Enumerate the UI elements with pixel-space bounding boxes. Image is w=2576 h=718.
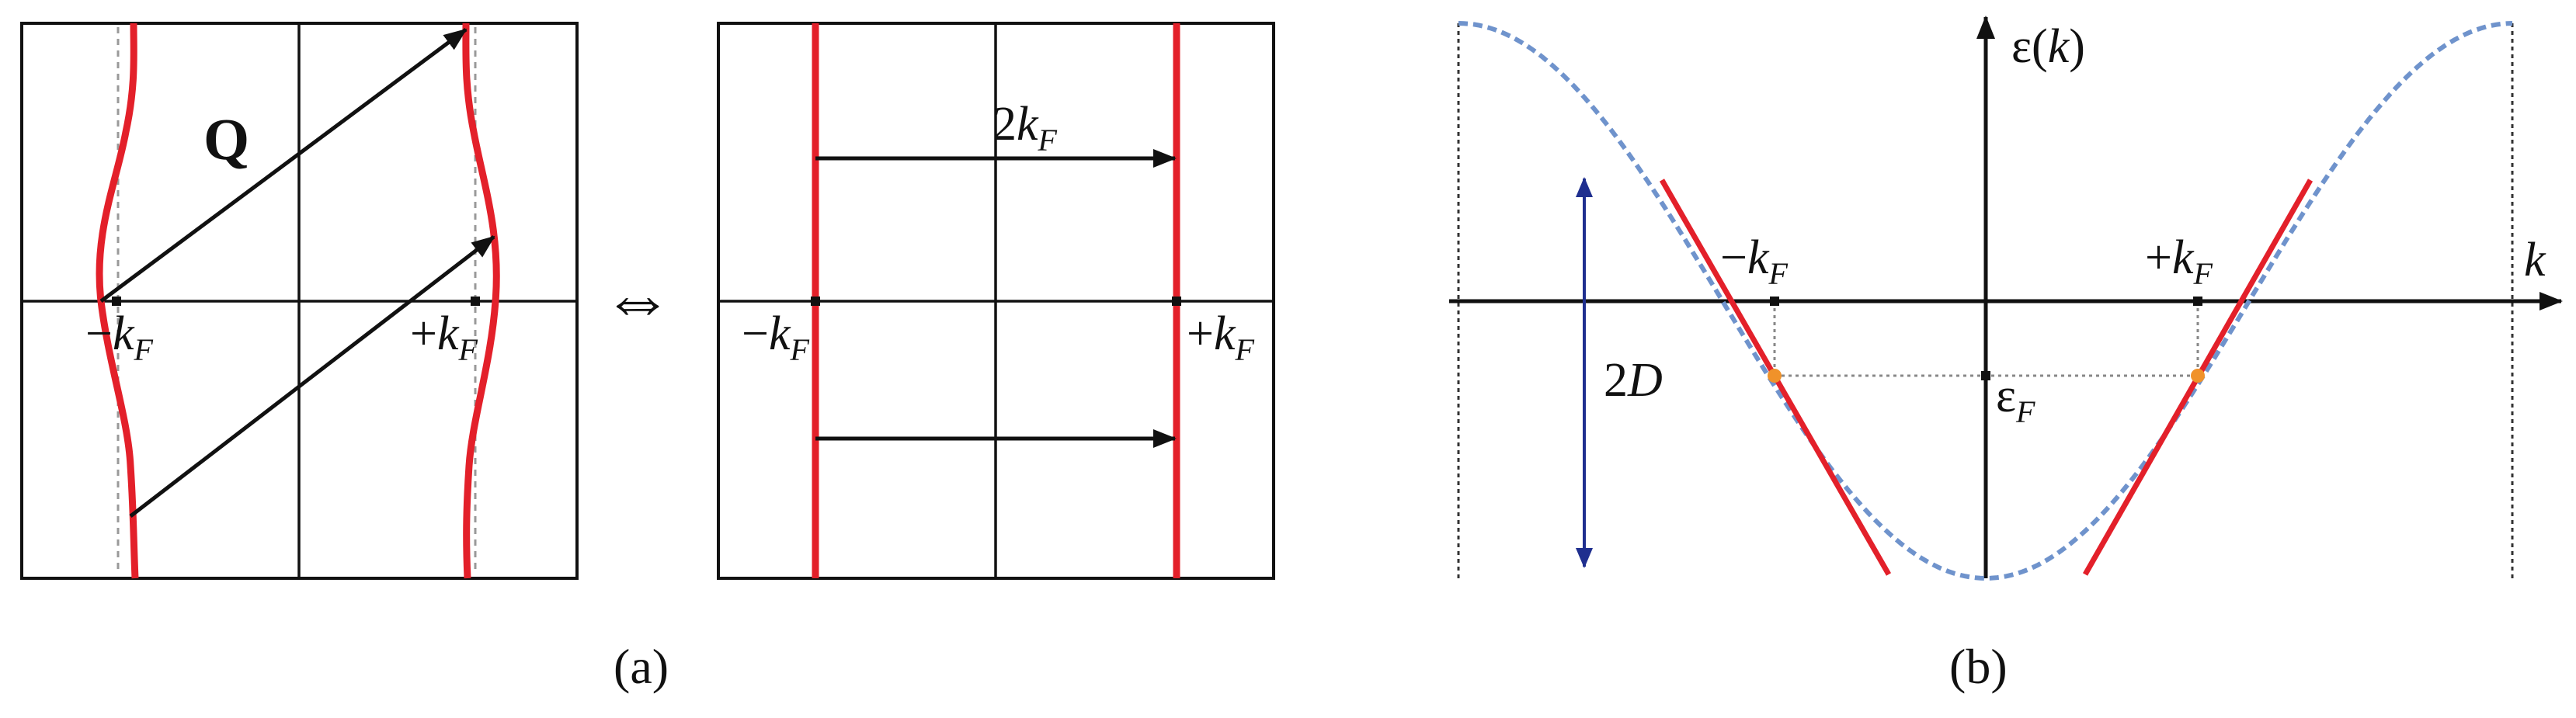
right-fermi-surface [462, 23, 500, 579]
right-box-plus-kf-tick [1172, 297, 1181, 306]
panel-a-left-box: Q −kF +kF [20, 22, 579, 580]
b-minus-kf-tick [1770, 297, 1779, 306]
left-minus-kf-label: −kF [85, 307, 154, 367]
right-box-plus-kf-label: +kF [1187, 307, 1255, 367]
k-axis-label: k [2524, 234, 2546, 286]
eps-f-label: εF [1996, 369, 2035, 429]
panel-b-caption: (b) [1949, 639, 2008, 694]
b-plus-kf-tick [2193, 297, 2202, 306]
panel-b: ε(k) k −kF +kF εF 2D [1449, 16, 2563, 581]
left-plus-kf-label: +kF [410, 307, 478, 367]
right-box-minus-kf-tick [811, 297, 820, 306]
panel-a-right-box: 2kF −kF +kF [717, 22, 1275, 580]
right-box-minus-kf-label: −kF [742, 307, 810, 367]
fermi-point-right [2191, 369, 2205, 383]
b-plus-kf-label: +kF [2145, 231, 2213, 291]
nesting-vector-upper [99, 27, 468, 304]
fermi-point-left [1768, 369, 1782, 383]
b-minus-kf-label: −kF [1720, 231, 1789, 291]
q-label: Q [203, 107, 249, 172]
equivalence-symbol: ⇔ [602, 259, 673, 338]
energy-axis-label: ε(k) [2011, 20, 2085, 73]
eps-f-tick [1981, 371, 1990, 380]
plus-kf-tick [471, 297, 480, 306]
two-kf-label: 2kF [993, 98, 1058, 158]
minus-kf-tick [112, 297, 121, 306]
bandwidth-label: 2D [1604, 354, 1663, 407]
nesting-vector-lower [129, 235, 495, 518]
panel-a-caption: (a) [614, 639, 669, 694]
